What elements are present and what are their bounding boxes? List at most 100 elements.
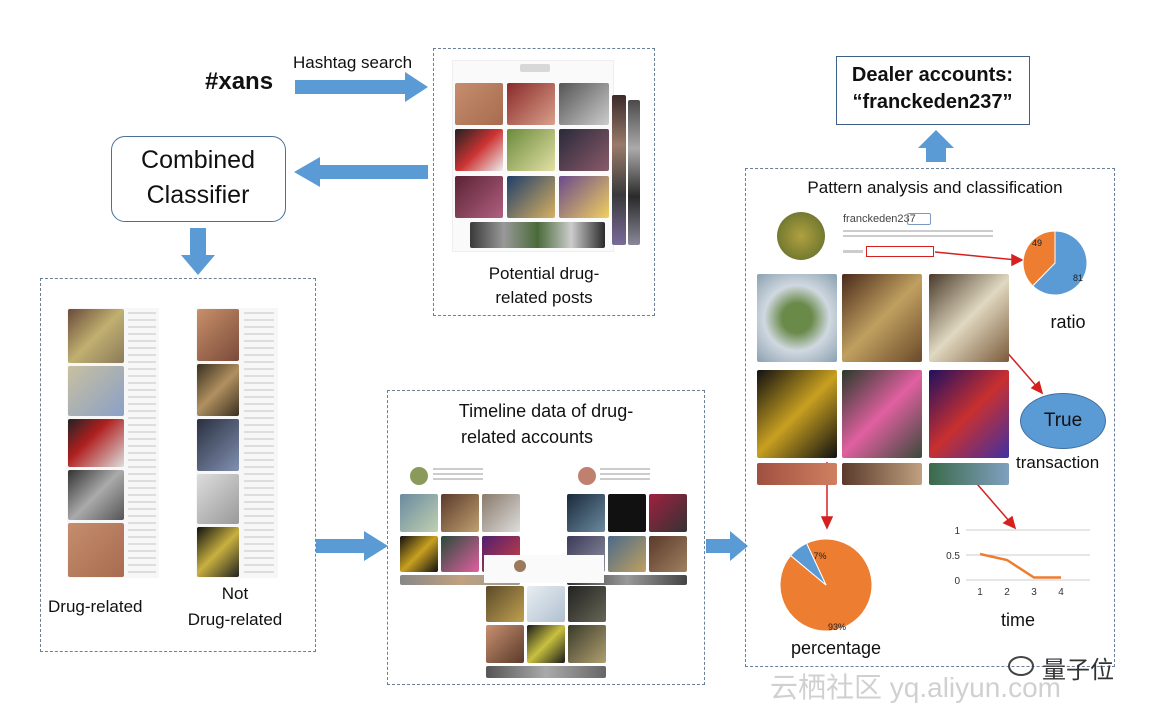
timeline-line1: Timeline data of drug- (458, 401, 634, 421)
y-tick-label: 0 (954, 576, 960, 587)
y-tick-label: 1 (954, 526, 960, 537)
post-thumb (649, 536, 687, 572)
classification-results-box (40, 278, 316, 652)
pattern-title: Pattern analysis and classification (807, 178, 1063, 197)
caption-lines (128, 312, 156, 574)
profile-lines (433, 468, 483, 482)
arrow-to-timeline (316, 531, 388, 561)
dealer-line1: Dealer accounts: (851, 64, 1014, 86)
arrow-to-dealer (918, 130, 954, 162)
avatar (578, 467, 596, 485)
true-label: True (1043, 410, 1083, 431)
post-thumb (757, 274, 837, 362)
avatar (410, 467, 428, 485)
post-thumb (929, 463, 1009, 485)
post-thumb (559, 129, 609, 171)
profile-lines (600, 468, 650, 482)
post-thumb (507, 83, 555, 125)
post-thumb (68, 523, 124, 577)
x-tick-label: 2 (1004, 587, 1010, 598)
post-thumb (842, 463, 922, 485)
post-thumb (455, 176, 503, 218)
red-arrow-to-true (1004, 349, 1039, 389)
post-thumb (608, 494, 646, 532)
pie-slice (1031, 230, 1088, 296)
drug-related-label: Drug-related (48, 597, 143, 616)
avatar (514, 560, 526, 572)
post-thumb (400, 494, 438, 532)
ratio-label: ratio (1050, 312, 1086, 332)
profile-bio-lines (843, 230, 993, 240)
watermark-brand: 量子位 (1042, 657, 1114, 684)
post-thumb (559, 176, 609, 218)
arrow-classifier-down (181, 228, 215, 275)
caption-lines (244, 312, 274, 574)
pie-value-label: 81 (1073, 273, 1083, 283)
not-drug-line2: Drug-related (187, 610, 283, 629)
arrow-to-classifier (294, 157, 428, 187)
post-thumb (507, 129, 555, 171)
hashtag-search-label: Hashtag search (293, 53, 413, 72)
post-thumb (757, 370, 837, 458)
follow-button[interactable] (907, 213, 931, 225)
post-thumb (197, 419, 239, 471)
post-thumb (470, 222, 605, 248)
potential-posts-box (433, 48, 655, 316)
post-thumb (455, 129, 503, 171)
post-thumb (400, 536, 438, 572)
pattern-analysis-box (745, 168, 1115, 667)
transaction-label: transaction (1016, 453, 1100, 472)
post-thumb (197, 527, 239, 577)
post-thumb (559, 83, 609, 125)
percentage-label: percentage (790, 638, 882, 658)
potential-posts-line1: Potential drug- (488, 264, 600, 283)
stats-highlight (866, 246, 934, 257)
post-thumb (197, 474, 239, 524)
pie-value-label: 49 (1032, 238, 1042, 248)
post-thumb (567, 494, 605, 532)
post-thumb (929, 370, 1009, 458)
arrow-hashtag-search (295, 72, 428, 102)
series-line (979, 552, 1061, 579)
post-thumb (649, 494, 687, 532)
post-thumb (482, 494, 520, 532)
pie-slice (789, 542, 827, 586)
red-arrow-to-ratio (934, 251, 1018, 261)
post-thumb (486, 586, 524, 622)
pie-slice (1022, 230, 1056, 287)
watermark-text: 云栖社区 yq.aliyun.com (770, 672, 1061, 703)
y-tick-label: 0.5 (946, 551, 960, 562)
post-thumb (441, 536, 479, 572)
post-thumb (929, 274, 1009, 362)
post-thumb (197, 309, 239, 361)
post-thumb (441, 494, 479, 532)
ratio-pie-chart: 81 49 (1022, 230, 1088, 296)
combined-classifier-box: Combined Classifier (111, 136, 286, 222)
dealer-accounts-box: Dealer accounts: “franckeden237” (836, 56, 1030, 125)
profile-avatar (777, 212, 825, 260)
post-thumb (842, 274, 922, 362)
post-thumb (507, 176, 555, 218)
time-label: time (1000, 610, 1035, 630)
classifier-line1: Combined (141, 146, 255, 174)
post-thumb (68, 470, 124, 520)
timeline-box (387, 390, 705, 685)
post-thumb (757, 463, 837, 485)
post-thumb (68, 419, 124, 467)
x-tick-label: 3 (1031, 587, 1037, 598)
stats-text (843, 250, 863, 253)
not-drug-line1: Not (221, 584, 249, 603)
percentage-pie-chart: 93%7% (779, 538, 873, 632)
post-thumb (842, 370, 922, 458)
classifier-line2: Classifier (146, 181, 250, 209)
post-thumb (628, 100, 640, 245)
post-thumb (68, 366, 124, 416)
post-thumb (68, 309, 124, 363)
arrow-to-pattern (706, 531, 748, 561)
profile-username: franckeden237 (843, 213, 916, 225)
post-thumb (197, 364, 239, 416)
wechat-icon (1008, 656, 1034, 676)
x-tick-label: 1 (977, 587, 983, 598)
pie-value-label: 7% (813, 551, 826, 561)
true-transaction-ellipse (1020, 393, 1106, 449)
